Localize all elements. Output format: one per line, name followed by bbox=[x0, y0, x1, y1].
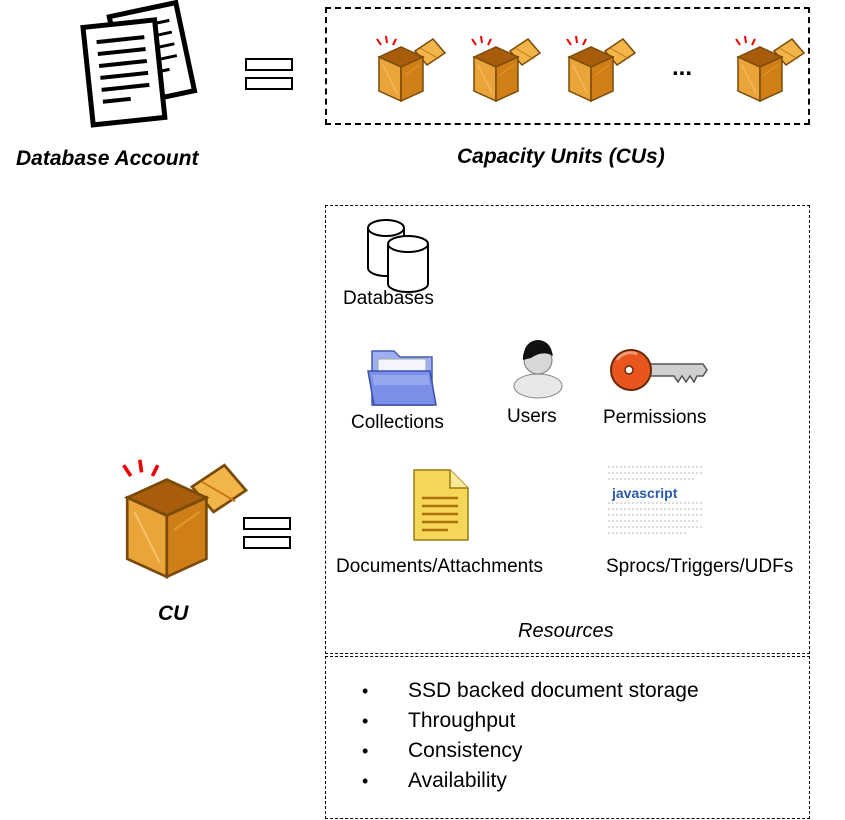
capacity-unit-box-icon bbox=[566, 35, 636, 102]
capacity-unit-box-icon bbox=[376, 35, 446, 102]
collections-label: Collections bbox=[351, 412, 444, 433]
capacity-units-caption: Capacity Units (CUs) bbox=[457, 145, 665, 168]
features-list: SSD backed document storage Throughput C… bbox=[326, 676, 699, 796]
key-icon bbox=[610, 349, 708, 391]
databases-icon bbox=[367, 219, 429, 293]
documents-attachments-label: Documents/Attachments bbox=[336, 556, 543, 577]
databases-label: Databases bbox=[343, 288, 434, 309]
resources-title: Resources bbox=[518, 620, 614, 642]
list-item: Consistency bbox=[326, 736, 699, 766]
ellipsis: ... bbox=[672, 54, 693, 81]
cu-box-icon bbox=[120, 450, 250, 595]
capacity-unit-box-icon bbox=[471, 35, 541, 102]
sprocs-triggers-udfs-label: Sprocs/Triggers/UDFs bbox=[606, 556, 794, 577]
list-item: Availability bbox=[326, 766, 699, 796]
list-item: SSD backed document storage bbox=[326, 676, 699, 706]
javascript-code-icon: javascript bbox=[606, 463, 706, 539]
javascript-logo-text: javascript bbox=[612, 485, 678, 501]
folder-icon bbox=[367, 350, 437, 406]
equals-icon bbox=[245, 58, 293, 96]
database-account-icon bbox=[78, 0, 206, 128]
permissions-label: Permissions bbox=[603, 407, 707, 428]
user-icon bbox=[513, 340, 563, 399]
cu-label: CU bbox=[158, 602, 189, 625]
users-label: Users bbox=[507, 406, 557, 427]
capacity-unit-box-icon bbox=[735, 35, 805, 102]
features-box: SSD backed document storage Throughput C… bbox=[325, 656, 810, 819]
document-icon bbox=[413, 469, 469, 541]
equals-icon bbox=[243, 517, 291, 555]
list-item: Throughput bbox=[326, 706, 699, 736]
resources-box: Databases Collections Users Permissions bbox=[325, 205, 810, 654]
database-account-label: Database Account bbox=[16, 147, 199, 170]
capacity-units-box: ... bbox=[325, 7, 810, 125]
